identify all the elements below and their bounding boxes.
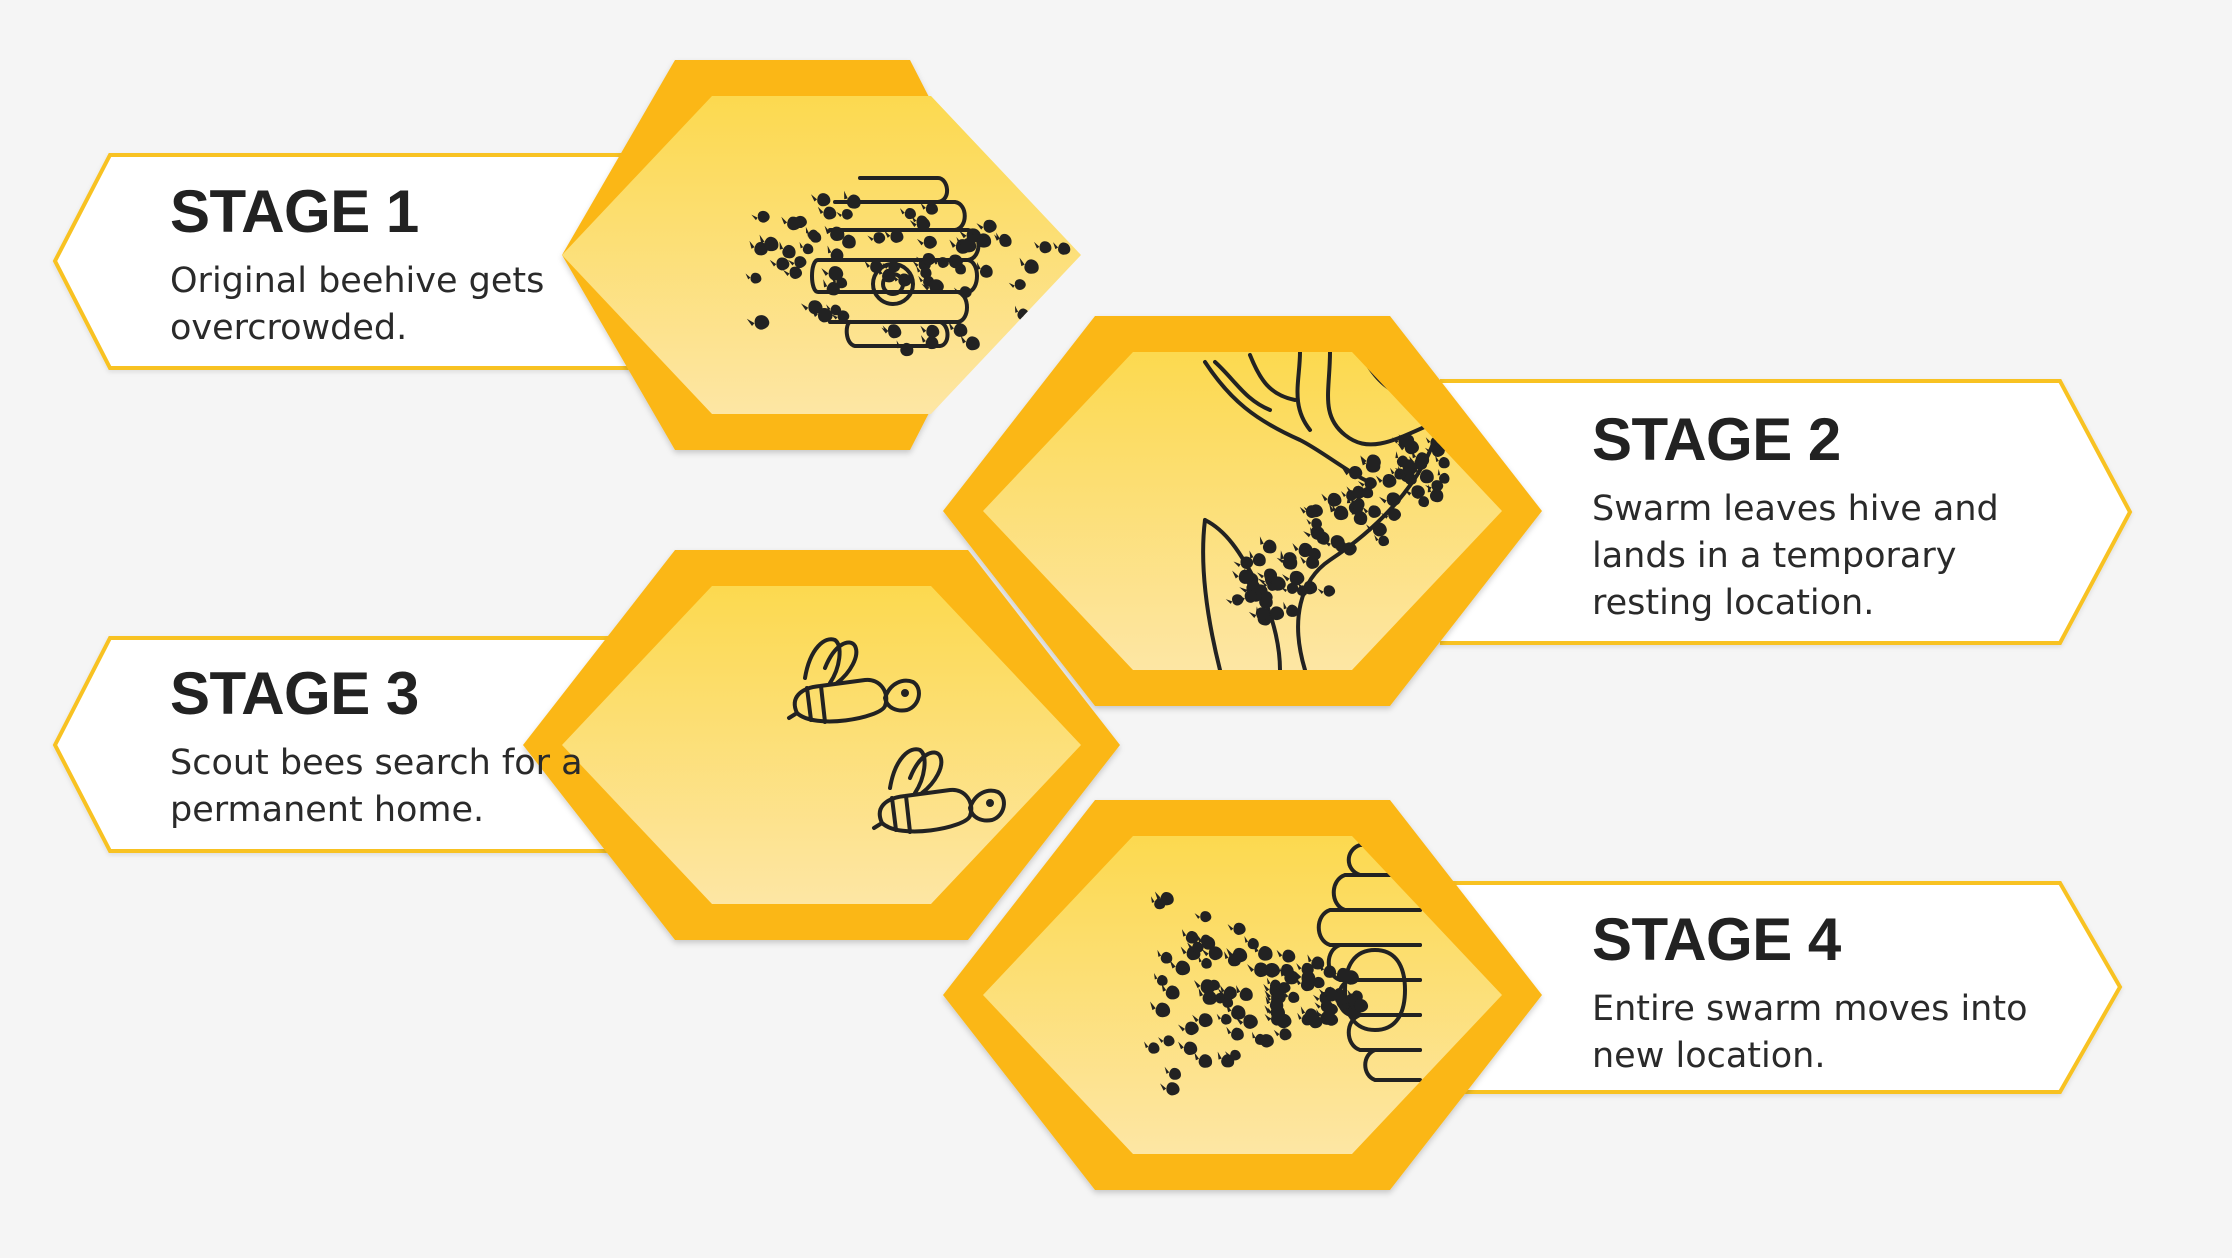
hexagon-stage-1 bbox=[562, 60, 1081, 450]
stage-2-line-2: lands in a temporary bbox=[1592, 536, 1957, 576]
stage-2-line-1: Swarm leaves hive and bbox=[1592, 489, 1999, 529]
stage-3-line-2: permanent home. bbox=[170, 790, 485, 830]
stage-2-text: STAGE 2 Swarm leaves hive and lands in a… bbox=[1592, 410, 1999, 627]
stage-1-text: STAGE 1 Original beehive gets overcrowde… bbox=[170, 182, 544, 352]
swarm-bee-icon bbox=[1043, 297, 1065, 316]
stage-4-title: STAGE 4 bbox=[1592, 906, 1841, 973]
stage-1-line-1: Original beehive gets bbox=[170, 261, 545, 301]
new-hive-icon bbox=[1142, 843, 1422, 1097]
banner-stage-1 bbox=[52, 153, 700, 370]
scout-bees-icon bbox=[787, 637, 1006, 834]
stage-3-title: STAGE 3 bbox=[170, 660, 419, 727]
banner-stage-4 bbox=[1440, 881, 2123, 1094]
stage-2-line-3: resting location. bbox=[1592, 583, 1875, 623]
swarm-bee-icon bbox=[1021, 313, 1041, 327]
stage-3-text: STAGE 3 Scout bees search for a permanen… bbox=[170, 664, 583, 834]
banner-stage-2 bbox=[1440, 379, 2133, 645]
stage-1-title: STAGE 1 bbox=[170, 178, 419, 245]
stage-4-description: Entire swarm moves into new location. bbox=[1592, 986, 2027, 1080]
stage-1-line-2: overcrowded. bbox=[170, 308, 408, 348]
stage-1-description: Original beehive gets overcrowded. bbox=[170, 258, 544, 352]
stage-3-line-1: Scout bees search for a bbox=[170, 743, 583, 783]
stage-4-line-2: new location. bbox=[1592, 1036, 1826, 1076]
stage-4-text: STAGE 4 Entire swarm moves into new loca… bbox=[1592, 910, 2027, 1080]
hexagon-stage-2 bbox=[943, 316, 1542, 706]
beehive-swarm-icon bbox=[745, 176, 1071, 358]
stage-4-line-1: Entire swarm moves into bbox=[1592, 989, 2028, 1029]
banner-stage-3 bbox=[52, 636, 700, 853]
stage-3-description: Scout bees search for a permanent home. bbox=[170, 740, 583, 834]
stage-2-title: STAGE 2 bbox=[1592, 406, 1841, 473]
stage-2-description: Swarm leaves hive and lands in a tempora… bbox=[1592, 486, 1999, 627]
